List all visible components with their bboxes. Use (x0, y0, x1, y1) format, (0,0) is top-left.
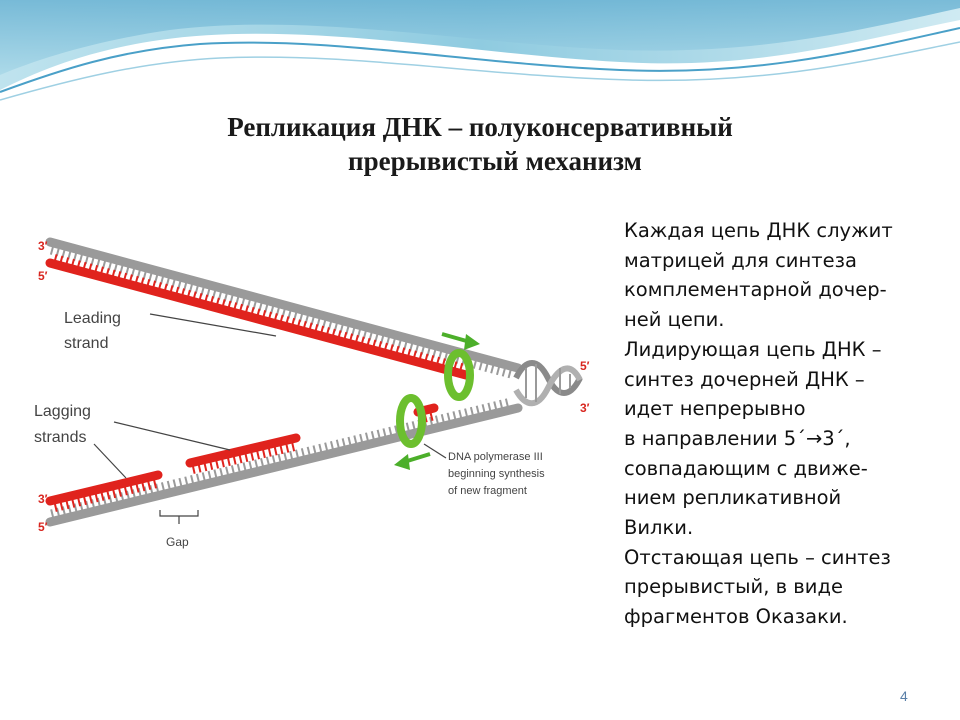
description-line: синтез дочерней ДНК – (624, 365, 944, 395)
page-number: 4 (900, 688, 908, 704)
double-helix (516, 363, 580, 403)
description-line: ней цепи. (624, 305, 944, 335)
header-wave-decoration (0, 0, 960, 110)
arrow-backward-icon (394, 454, 430, 470)
polymerase-label-line-2: beginning synthesis (448, 468, 545, 480)
polymerase-label-line-3: of new fragment (448, 485, 527, 497)
gap-label: Gap (166, 535, 189, 549)
polymerase-label-line-1: DNA polymerase III (448, 451, 543, 463)
leading-template-strand (50, 242, 518, 368)
polymerase-label: DNA polymerase III beginning synthesis o… (448, 451, 548, 497)
lagging-template-strand (50, 408, 518, 522)
lagging-label-line-2: strands (34, 429, 86, 446)
description-line: матрицей для синтеза (624, 246, 944, 276)
end-label-5-right: 5′ (580, 359, 590, 373)
description-line: Отстающая цепь – синтез (624, 543, 944, 573)
lagging-label-pointer-1 (94, 444, 126, 478)
slide-title-line-2: прерывистый механизм (15, 146, 960, 177)
dna-replication-fork-diagram: 3′ 5′ 3′ 5′ 5′ 3′ Leading strand Lagging… (18, 218, 608, 563)
leading-label-line-2: strand (64, 335, 108, 352)
end-label-3-bottom: 3′ (38, 492, 48, 506)
description-line: Лидирующая цепь ДНК – (624, 335, 944, 365)
leading-label-line-1: Leading (64, 310, 121, 327)
description-line: Каждая цепь ДНК служит (624, 216, 944, 246)
description-line: прерывистый, в виде (624, 572, 944, 602)
gap-bracket (160, 510, 198, 524)
end-label-5-top: 5′ (38, 269, 48, 283)
lagging-strands-label: Lagging strands (34, 403, 95, 446)
description-line: в направлении 5´→3´, (624, 424, 944, 454)
description-line: фрагментов Оказаки. (624, 602, 944, 632)
description-line: нием репликативной (624, 483, 944, 513)
end-label-5-bottom: 5′ (38, 520, 48, 534)
description-line: Вилки. (624, 513, 944, 543)
slide-title-line-1: Репликация ДНК – полуконсервативный (0, 112, 960, 143)
end-label-3-right: 3′ (580, 401, 590, 415)
leading-strand-label: Leading strand (64, 310, 125, 352)
lagging-label-pointer-2 (114, 422, 230, 450)
lagging-label-line-1: Lagging (34, 403, 91, 420)
end-label-3-top: 3′ (38, 239, 48, 253)
description-line: идет непрерывно (624, 394, 944, 424)
description-line: совпадающим с движе- (624, 454, 944, 484)
description-line: комплементарной дочер- (624, 275, 944, 305)
description-text: Каждая цепь ДНК служит матрицей для синт… (624, 216, 944, 632)
